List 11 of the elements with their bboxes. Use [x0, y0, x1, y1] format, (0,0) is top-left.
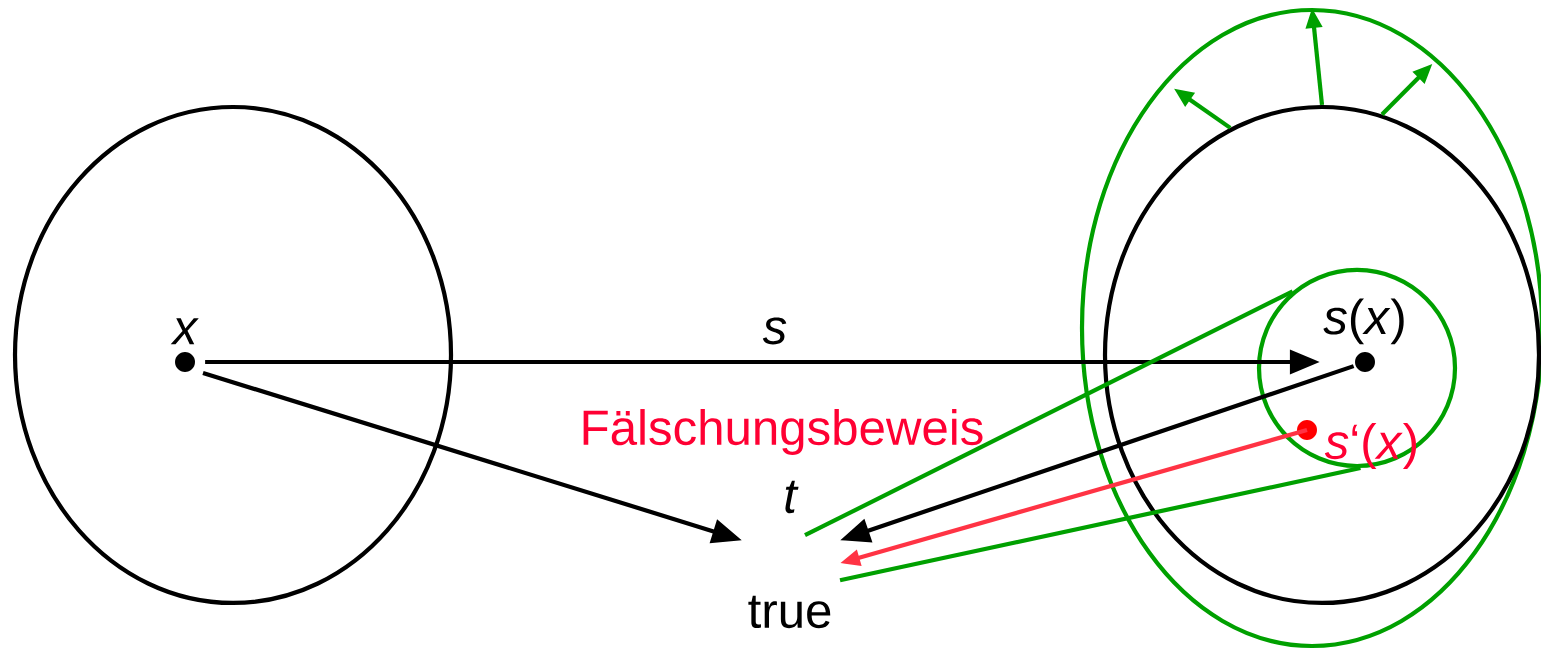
ellipse: [1102, 104, 1541, 606]
text-label: Fälschungsbeweis: [583, 409, 983, 455]
ellipse: [12, 104, 454, 606]
labeled-point: s(x): [1323, 298, 1404, 372]
text-label: t: [785, 480, 799, 514]
edge-label: s: [759, 313, 791, 348]
circle: [1256, 267, 1458, 469]
labeled-point: x: [170, 318, 199, 372]
text-label: true: [748, 595, 831, 629]
node-label: x: [170, 318, 199, 345]
node-label: s(x): [1323, 298, 1404, 345]
